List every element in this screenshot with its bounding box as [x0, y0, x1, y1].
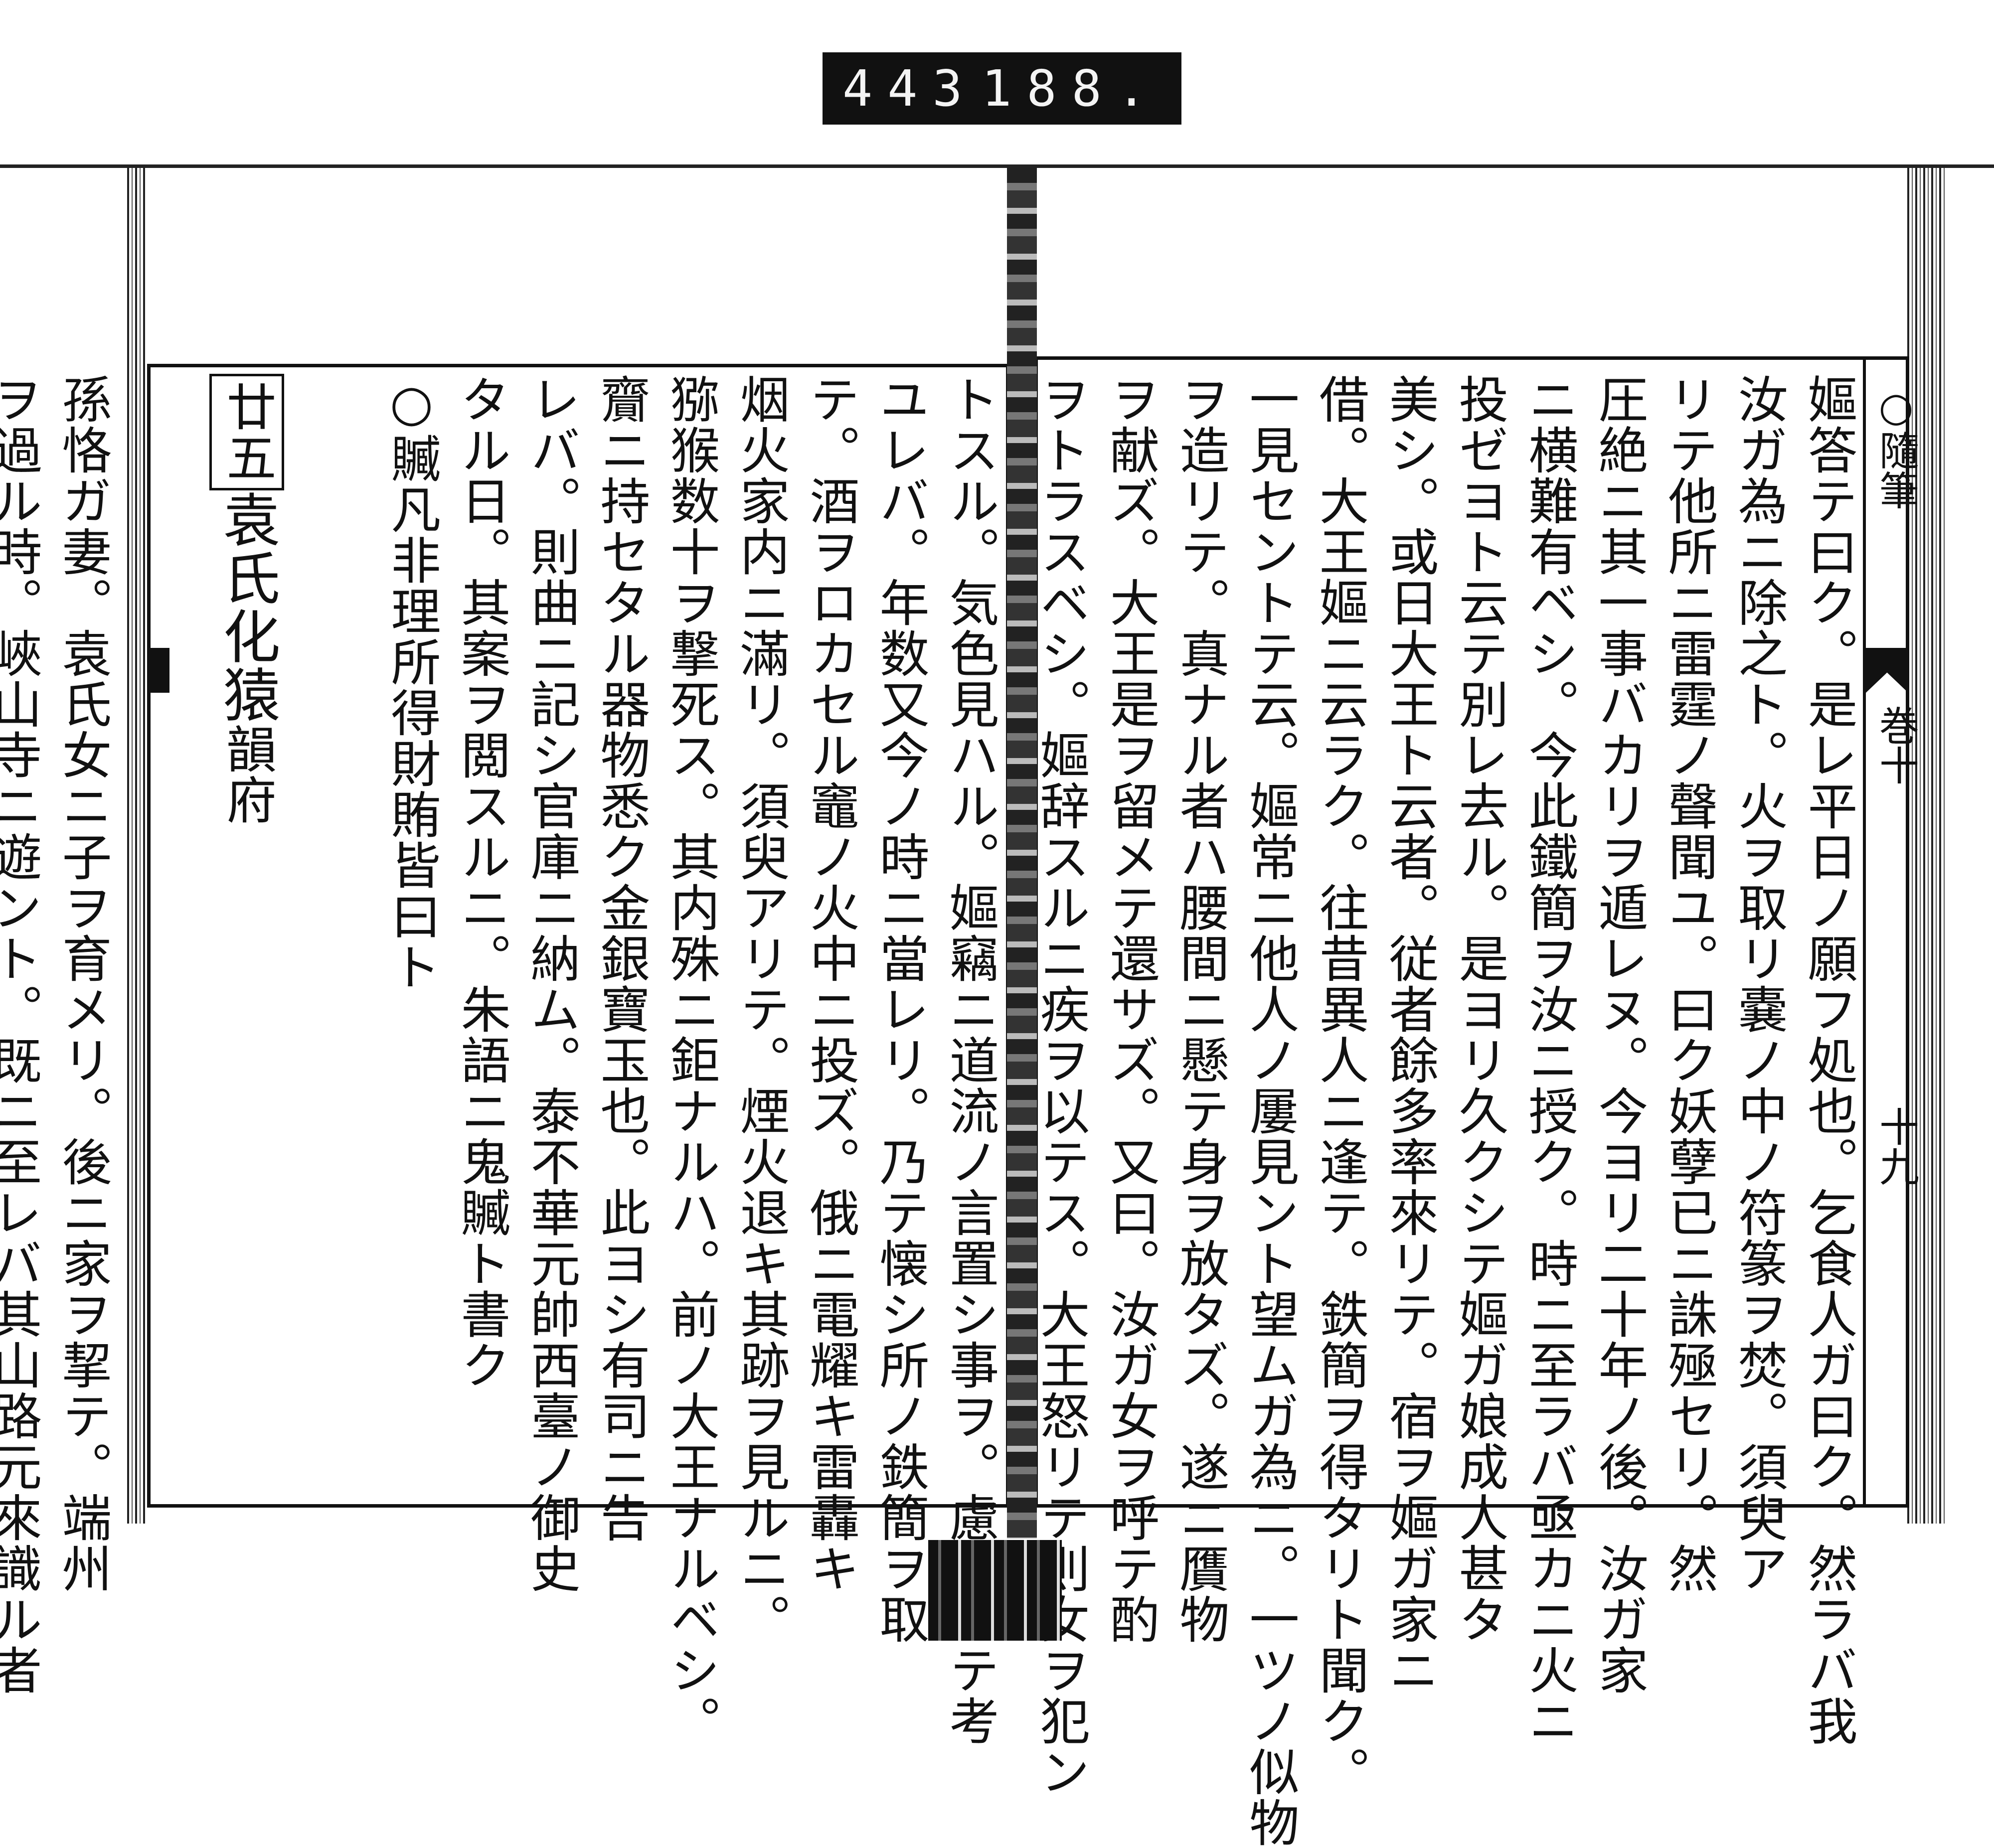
text-column: タル日。其案ヲ閲スルニ。朱語ニ鬼贓ト書ク — [452, 374, 510, 1390]
margin-title: ○隨筆 — [1873, 384, 1919, 510]
text-column: 烟火家内ニ滿リ。須臾アリテ。煙火退キ其跡ヲ見ルニ。 — [731, 374, 790, 1645]
section-number-box: 廿五 — [209, 374, 284, 490]
right-page-text: 嫗答テ曰ク。是レ平日ノ願フ処也。乞食人ガ曰ク。然ラバ我 汝ガ為ニ除之ト。火ヲ取リ… — [1025, 374, 1863, 1848]
note-column: ○贓凡非理所得財賄皆曰ト — [376, 374, 446, 1495]
left-page-text: トスル。気色見ハル。嫗竊ニ道流ノ言置シ事ヲ。慮カリテ考 ユレバ。年数又今ノ時ニ當… — [0, 374, 1004, 1746]
text-column: 投ゼヨト云テ別レ去ル。是ヨリ久クシテ嫗ガ娘成人甚タ — [1450, 374, 1508, 1645]
top-border-line — [0, 164, 1994, 168]
margin-page-number: 十九 — [1873, 1106, 1919, 1186]
text-column: テ。酒ヲロカセル竈ノ火中ニ投ズ。俄ニ電耀キ雷轟キ — [801, 374, 859, 1594]
left-fishtail-mark — [150, 648, 169, 693]
text-column: 美シ。或日大王ト云者。従者餘多率來リテ。宿ヲ嫗ガ家ニ — [1380, 374, 1439, 1695]
section-source: 韻府 — [218, 724, 276, 825]
right-margin-divider — [1863, 356, 1866, 1508]
archive-right-number: 188. — [982, 59, 1162, 118]
note-body: 凡非理所得財賄皆曰ト — [382, 484, 441, 992]
section-title: 袁氏化猿 — [213, 490, 280, 724]
text-column: リテ他所ニ雷霆ノ聲聞ユ。曰ク妖孽已ニ誅殛セリ。然 — [1660, 374, 1718, 1594]
text-column: 齎ニ持セタル器物悉ク金銀寶玉也。此ヨシ有司ニ告 — [592, 374, 650, 1543]
text-column: ニ横難有ベシ。今此鐵簡ヲ汝ニ授ク。時ニ至ラバ亟カニ火ニ — [1520, 374, 1578, 1746]
text-column: 孫恪ガ妻。袁氏女ニ子ヲ育メリ。後ニ家ヲ挈テ。端州 — [53, 374, 112, 1594]
text-column: ヲ造リテ。真ナル者ハ腰間ニ懸テ身ヲ放タズ。遂ニ贋物 — [1171, 374, 1229, 1645]
archive-left-number: 443 — [842, 59, 978, 118]
text-column: 嫗答テ曰ク。是レ平日ノ願フ処也。乞食人ガ曰ク。然ラバ我 — [1799, 374, 1857, 1746]
text-column: レバ。則曲ニ記シ官庫ニ納ム。泰不華元帥西臺ノ御史 — [522, 374, 580, 1594]
book-spine — [1007, 168, 1037, 1539]
text-column: ヲ献ズ。大王是ヲ留メテ還サズ。又曰。汝ガ女ヲ呼テ酌 — [1101, 374, 1160, 1645]
text-column: トスル。気色見ハル。嫗竊ニ道流ノ言置シ事ヲ。慮カリテ考 — [941, 374, 999, 1746]
left-book-edge — [127, 168, 147, 1524]
margin-volume: 巻十 — [1873, 705, 1919, 785]
text-column: 汝ガ為ニ除之ト。火ヲ取リ嚢ノ中ノ符篆ヲ焚。須臾ア — [1729, 374, 1788, 1594]
text-column: ヲ過ル時。峽山寺ニ遊ント。既ニ至レバ其山路元來識ル者 — [0, 374, 42, 1695]
right-book-edge — [1907, 168, 1945, 1524]
text-column: 圧絶ニ其一事バカリヲ遁レヌ。今ヨリ二十年ノ後。汝ガ家 — [1590, 374, 1648, 1695]
text-column: 猕猴数十ヲ撃死ス。其内殊ニ鉅ナルハ。前ノ大王ナルベシ。 — [662, 374, 720, 1746]
text-column: ユレバ。年数又今ノ時ニ當レリ。乃テ懐シ所ノ鉄簡ヲ取 — [871, 374, 929, 1645]
text-column: 一見セントテ云。嫗常ニ他人ノ屢見ント望ムガ為ニ。一ツノ似物 — [1241, 374, 1299, 1848]
archive-number-label: 443 188. — [823, 52, 1181, 125]
spine-bottom-block — [928, 1540, 1062, 1641]
text-column: 借。大王嫗ニ云ラク。往昔異人ニ逢テ。鉄簡ヲ得タリト聞ク。 — [1311, 374, 1369, 1797]
note-head: ○贓 — [382, 374, 441, 484]
section-heading-column: 廿五袁氏化猿韻府 — [117, 374, 376, 1495]
text-column: ヲトラスベシ。嫗辞スルニ疾ヲ以テス。大王怒リテ則女ヲ犯ン — [1031, 374, 1090, 1797]
